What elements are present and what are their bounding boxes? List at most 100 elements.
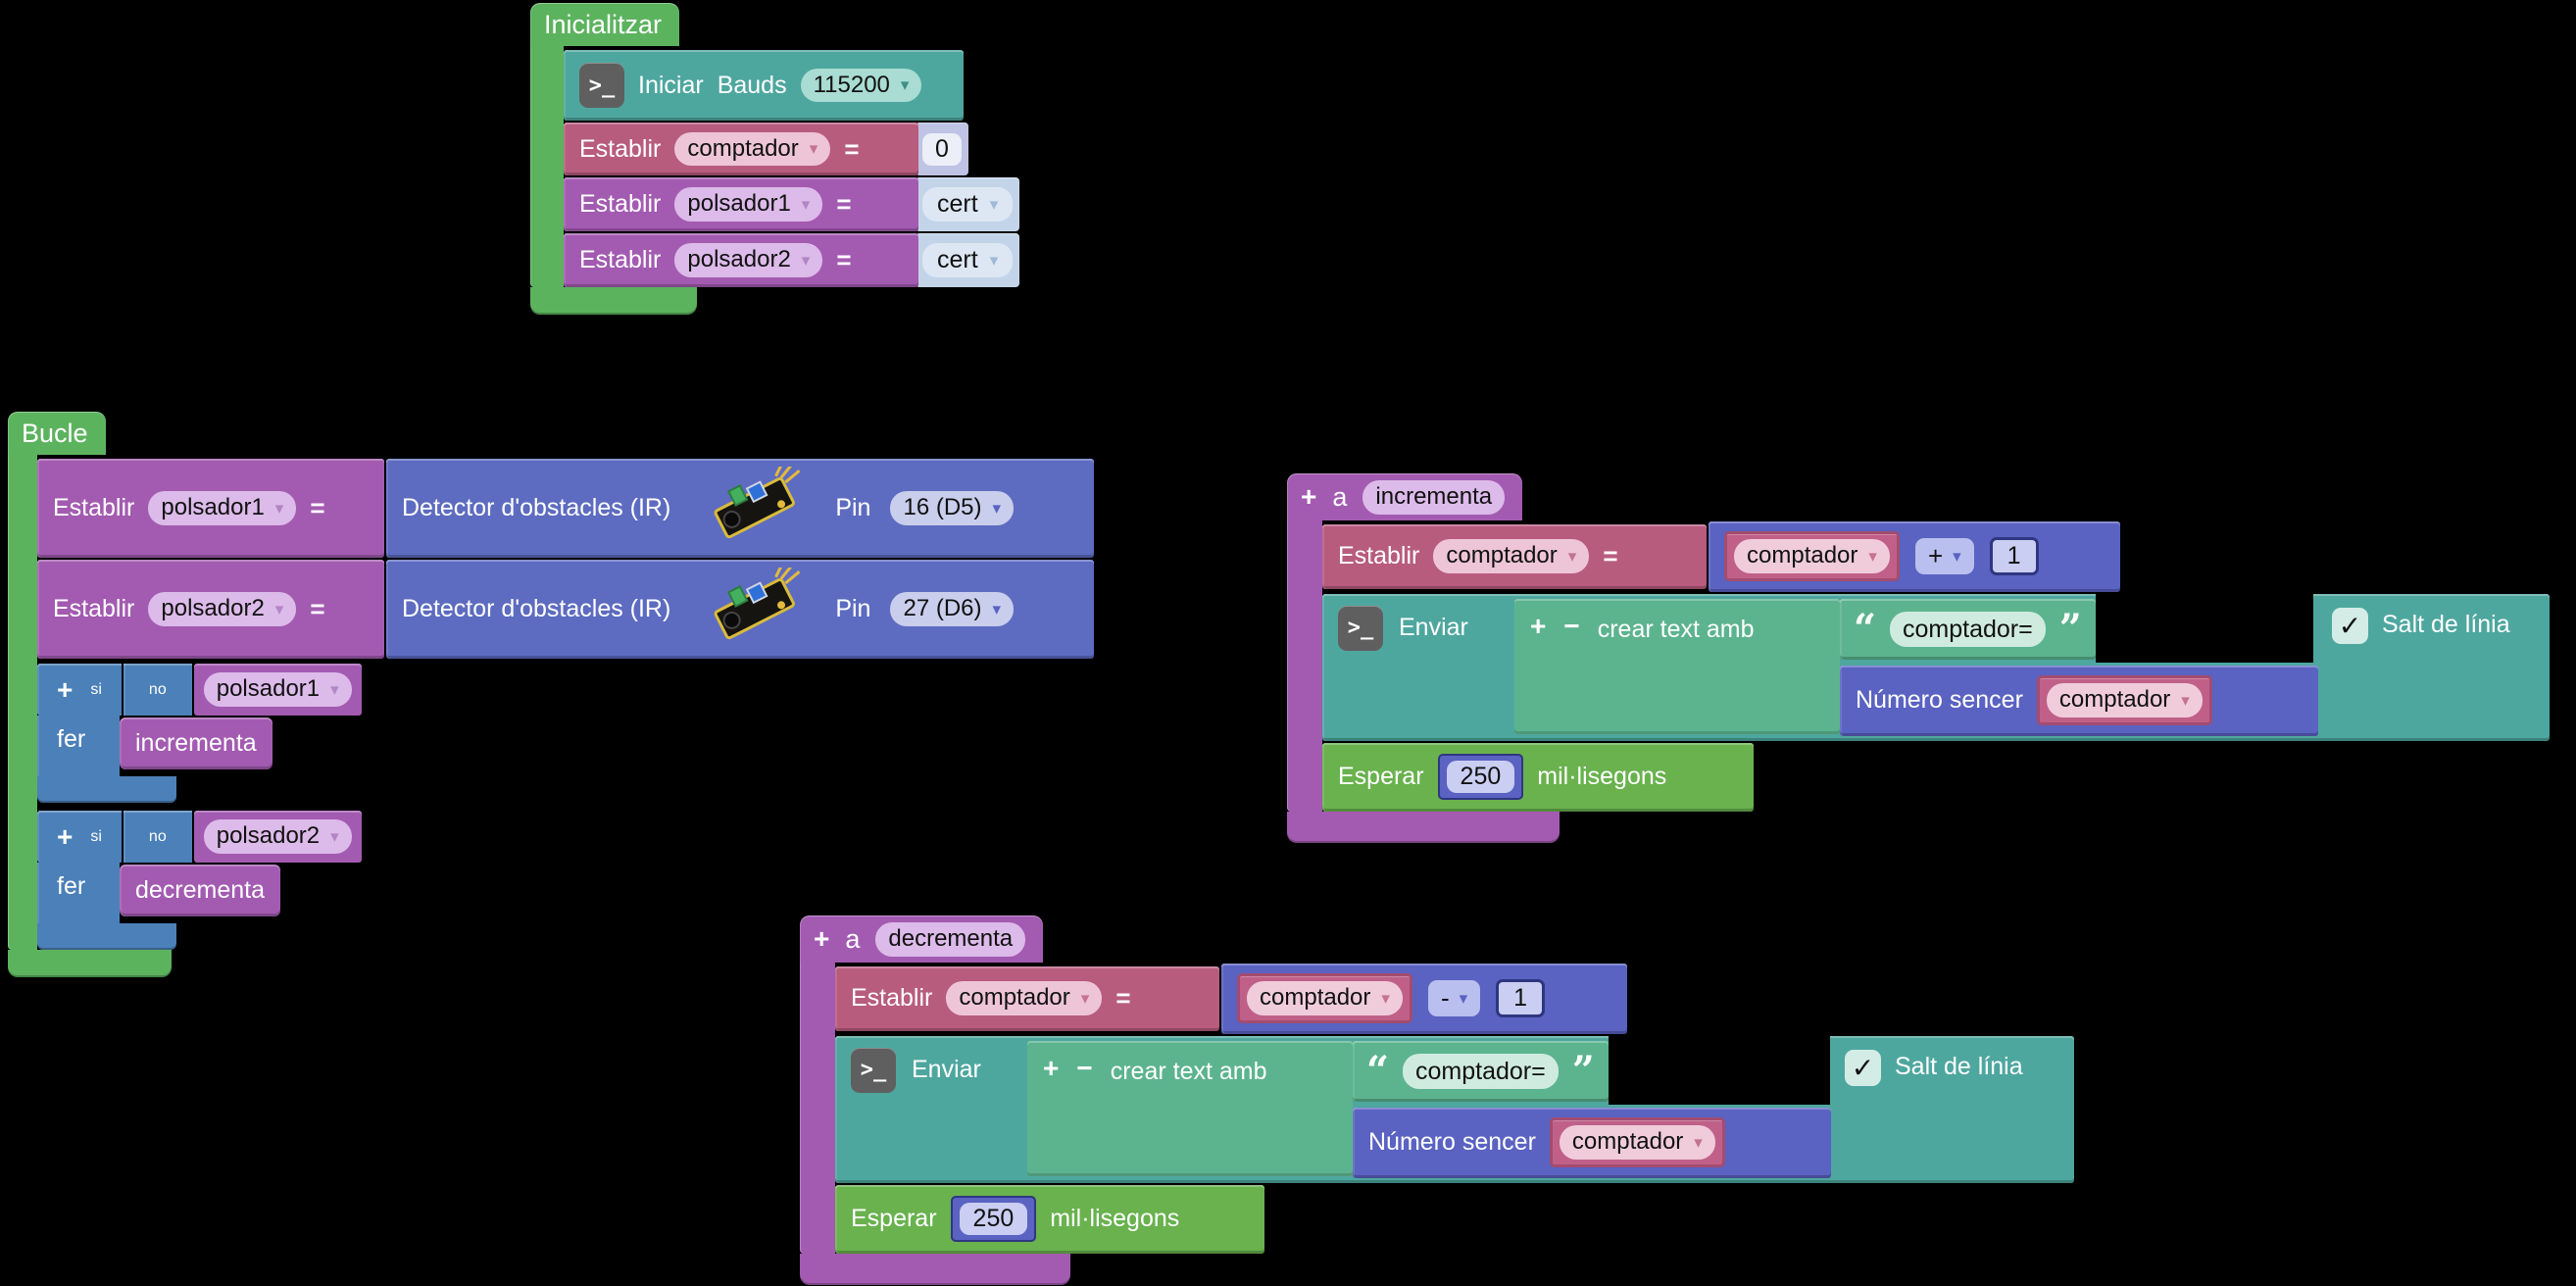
text-string-block[interactable]: “ comptador= ” — [1840, 598, 2096, 660]
pin-dropdown[interactable]: 27 (D6) ▾ — [890, 592, 1015, 626]
do-label: fer — [57, 872, 86, 900]
function-name-field[interactable]: incrementa — [1362, 480, 1506, 515]
variable-dropdown[interactable]: polsador2 ▾ — [674, 243, 823, 277]
call-decrementa-block[interactable]: decrementa — [120, 865, 281, 916]
number-value[interactable]: 0 — [922, 132, 962, 166]
newline-checkbox[interactable]: ✓ — [1845, 1049, 1881, 1086]
number-field[interactable]: 1 — [1496, 979, 1546, 1018]
mutator-plus-icon[interactable]: + — [1301, 481, 1317, 513]
function-hat-block[interactable]: + a decrementa — [800, 915, 1044, 963]
variable-dropdown[interactable]: polsador1 ▾ — [148, 491, 297, 525]
integer-cast-block[interactable]: Número sencer comptador ▾ — [1840, 665, 2318, 736]
ir-obstacle-sensor-block[interactable]: Detector d'obstacles (IR) — [386, 560, 1094, 659]
wait-block[interactable]: Esperar 250 mil·lisegons — [1322, 742, 1754, 812]
create-text-block[interactable]: + − crear text amb — [1027, 1040, 1353, 1176]
boolean-cert-block[interactable]: cert ▾ — [916, 177, 1020, 231]
set-polsador1-block[interactable]: Establir polsador1 ▾ = — [37, 459, 384, 558]
number-block[interactable]: 250 — [950, 1196, 1037, 1243]
variable-dropdown[interactable]: polsador2 ▾ — [203, 819, 352, 854]
number-field[interactable]: 250 — [959, 1203, 1028, 1236]
ir-obstacle-sensor-block[interactable]: Detector d'obstacles (IR) — [386, 459, 1094, 558]
variable-dropdown[interactable]: polsador2 ▾ — [148, 592, 297, 626]
set-polsador2-block[interactable]: Establir polsador2 ▾ = — [37, 560, 384, 659]
number-block[interactable]: 250 — [1437, 754, 1524, 801]
ir-sensor-image — [714, 567, 801, 639]
variable-dropdown[interactable]: comptador ▾ — [1247, 981, 1403, 1016]
variable-dropdown[interactable]: comptador ▾ — [674, 131, 831, 167]
operator-dropdown[interactable]: + ▾ — [1914, 538, 1974, 575]
init-hat-block[interactable]: Inicialitzar — [530, 3, 680, 46]
variable-dropdown[interactable]: comptador ▾ — [2046, 683, 2203, 718]
if-not-polsador1-block[interactable]: + si no polsador1 ▾ fer — [37, 664, 362, 803]
add-item-icon[interactable]: + — [1043, 1052, 1060, 1083]
baud-rate-dropdown[interactable]: 115200 ▾ — [800, 68, 922, 103]
function-incrementa[interactable]: + a incrementa Establir comptador ▾ = — [1287, 473, 2550, 843]
variable-dropdown[interactable]: polsador1 ▾ — [203, 672, 352, 707]
empty-socket — [2095, 593, 2313, 663]
function-hat-block[interactable]: + a incrementa — [1287, 473, 1523, 520]
wait-block[interactable]: Esperar 250 mil·lisegons — [835, 1184, 1264, 1254]
set-comptador-block[interactable]: Establir comptador ▾ = — [1322, 523, 1707, 589]
if-not-polsador2-block[interactable]: + si no polsador2 ▾ fer — [37, 811, 362, 950]
set-comptador-block[interactable]: Establir comptador ▾ = — [835, 965, 1219, 1031]
boolean-cert-block[interactable]: cert ▾ — [916, 233, 1020, 287]
variable-block[interactable]: polsador1 ▾ — [193, 664, 362, 716]
loop-stack[interactable]: Bucle Establir polsador1 ▾ = Detector d'… — [8, 412, 1094, 977]
variable-block[interactable]: comptador ▾ — [2036, 675, 2212, 726]
variable-dropdown[interactable]: comptador ▾ — [1559, 1125, 1715, 1161]
remove-item-icon[interactable]: − — [1563, 610, 1580, 641]
variable-dropdown[interactable]: comptador ▾ — [1734, 539, 1890, 574]
mutator-plus-icon[interactable]: + — [57, 673, 74, 705]
set-polsador2-block[interactable]: Establir polsador2 ▾ = — [564, 233, 918, 287]
text-field[interactable]: comptador= — [1890, 611, 2046, 647]
operator-dropdown[interactable]: - ▾ — [1427, 980, 1481, 1017]
variable-dropdown[interactable]: polsador1 ▾ — [674, 187, 823, 222]
chevron-down-icon: ▾ — [900, 75, 910, 95]
remove-item-icon[interactable]: − — [1076, 1052, 1093, 1083]
init-stack[interactable]: Inicialitzar >_ Iniciar Bauds 115200 ▾ E… — [530, 3, 1020, 315]
variable-dropdown[interactable]: comptador ▾ — [1433, 539, 1590, 574]
variable-block[interactable]: comptador ▾ — [1237, 973, 1412, 1024]
set-label: Establir — [579, 134, 662, 163]
function-decrementa[interactable]: + a decrementa Establir comptador ▾ = — [800, 915, 2074, 1285]
arithmetic-block[interactable]: comptador ▾ - ▾ 1 — [1221, 963, 1627, 1034]
variable-block[interactable]: comptador ▾ — [1724, 531, 1900, 582]
function-name-field[interactable]: decrementa — [875, 922, 1026, 957]
set-polsador1-block[interactable]: Establir polsador1 ▾ = — [564, 177, 918, 231]
chevron-down-icon: ▾ — [801, 250, 811, 270]
set-comptador-block[interactable]: Establir comptador ▾ = — [564, 123, 918, 175]
variable-block[interactable]: polsador2 ▾ — [193, 811, 362, 863]
pin-dropdown[interactable]: 16 (D5) ▾ — [890, 491, 1015, 525]
mutator-plus-icon[interactable]: + — [814, 923, 830, 955]
number-field[interactable]: 250 — [1446, 761, 1515, 794]
not-block[interactable]: no — [123, 811, 192, 863]
integer-cast-block[interactable]: Número sencer comptador ▾ — [1353, 1107, 1831, 1178]
number-zero-block[interactable]: 0 — [916, 123, 968, 175]
create-text-block[interactable]: + − crear text amb — [1514, 598, 1840, 734]
serial-begin-block[interactable]: >_ Iniciar Bauds 115200 ▾ — [564, 50, 964, 121]
newline-checkbox[interactable]: ✓ — [2332, 607, 2368, 644]
serial-send-block[interactable]: >_ Enviar + − crear text amb “ comptador… — [1322, 593, 2550, 741]
loop-hat-block[interactable]: Bucle — [8, 412, 106, 455]
pin-label: Pin — [835, 595, 871, 622]
mutator-plus-icon[interactable]: + — [57, 820, 74, 852]
chevron-down-icon: ▾ — [2181, 691, 2190, 711]
read-sensor1-row: Establir polsador1 ▾ = Detector d'obstac… — [37, 459, 1094, 558]
arithmetic-block[interactable]: comptador ▾ + ▾ 1 — [1709, 520, 2120, 592]
add-item-icon[interactable]: + — [1530, 610, 1547, 641]
text-field[interactable]: comptador= — [1403, 1053, 1559, 1089]
serial-begin-label: Iniciar — [638, 71, 704, 99]
number-field[interactable]: 1 — [1989, 537, 2039, 576]
if-block-header[interactable]: + si — [37, 664, 122, 716]
not-block[interactable]: no — [123, 664, 192, 716]
boolean-dropdown[interactable]: cert ▾ — [922, 187, 1014, 222]
boolean-dropdown[interactable]: cert ▾ — [922, 243, 1014, 277]
variable-dropdown[interactable]: comptador ▾ — [946, 981, 1103, 1016]
serial-send-block[interactable]: >_ Enviar + − crear text amb “ comptador… — [835, 1035, 2074, 1183]
text-string-block[interactable]: “ comptador= ” — [1353, 1040, 1609, 1102]
init-foot — [530, 287, 697, 315]
variable-block[interactable]: comptador ▾ — [1549, 1117, 1725, 1168]
call-incrementa-block[interactable]: incrementa — [120, 717, 272, 769]
if-block-header[interactable]: + si — [37, 811, 122, 863]
